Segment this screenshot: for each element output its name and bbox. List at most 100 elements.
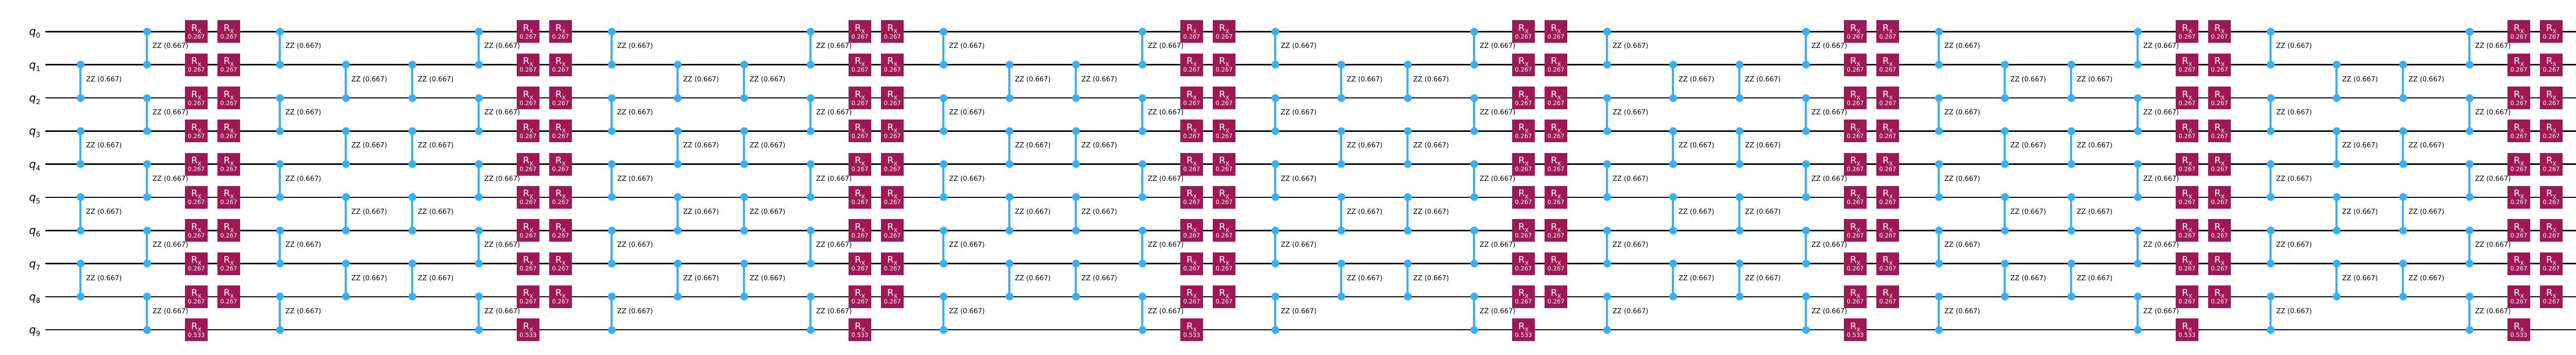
zz-connector-line <box>1606 230 1608 264</box>
zz-control-dot <box>1005 293 1013 301</box>
zz-control-dot <box>1669 61 1677 69</box>
rx-gate-name-base: R <box>854 89 861 100</box>
qubit-label-base: q <box>29 191 36 204</box>
zz-gate-label: ZZ (0.667) <box>949 109 985 117</box>
rx-gate-name-sub: X <box>230 260 234 267</box>
zz-connector-line <box>611 98 613 131</box>
rx-gate-angle: 0.267 <box>884 198 901 206</box>
rx-gate-name: RX <box>2214 156 2225 167</box>
rx-gate-name-sub: X <box>197 260 202 267</box>
rx-gate-name: RX <box>1219 90 1229 100</box>
zz-connector-line <box>1805 296 1807 330</box>
zz-connector-line <box>676 64 679 98</box>
rx-gate-name: RX <box>2514 23 2524 34</box>
zz-connector-line <box>146 164 148 197</box>
zz-control-dot <box>276 226 284 234</box>
rx-gate-angle: 0.267 <box>552 265 569 273</box>
rx-gate-name: RX <box>1187 322 1197 332</box>
rx-gate-name-sub: X <box>1225 127 1230 134</box>
zz-control-dot <box>276 326 284 334</box>
zz-control-dot <box>673 127 682 135</box>
rx-gate-name-base: R <box>1218 22 1226 33</box>
rx-gate-name-sub: X <box>2552 160 2557 167</box>
rx-gate-angle: 0.267 <box>1547 165 1565 173</box>
rx-gate-angle: 0.267 <box>552 298 569 306</box>
zz-control-dot <box>1935 260 1943 268</box>
zz-gate-label: ZZ (0.667) <box>1081 142 1117 150</box>
rx-gate-angle: 0.533 <box>519 331 537 339</box>
zz-control-dot <box>474 193 483 201</box>
rx-gate-name-sub: X <box>1856 28 1861 35</box>
rx-gate-name-base: R <box>854 155 861 166</box>
rx-gate-name-sub: X <box>562 194 566 201</box>
rx-gate-name-base: R <box>1518 288 1525 299</box>
rx-gate-name: RX <box>887 123 897 133</box>
rx-gate-name-base: R <box>2181 255 2189 266</box>
rx-gate-name-sub: X <box>1889 260 1893 267</box>
rx-gate-name-sub: X <box>1889 127 1893 134</box>
zz-control-dot <box>2067 61 2075 69</box>
rx-gate-name-sub: X <box>2188 326 2193 333</box>
rx-gate-name-base: R <box>1518 122 1525 133</box>
rx-gate-angle: 0.267 <box>2211 32 2228 40</box>
zz-control-dot <box>143 61 151 69</box>
zz-control-dot <box>2067 260 2075 268</box>
rx-gate-name-base: R <box>2181 22 2189 33</box>
rx-gate-name-base: R <box>223 188 230 199</box>
zz-gate-label: ZZ (0.667) <box>1679 208 1715 216</box>
rx-gate-name: RX <box>2214 57 2225 67</box>
rx-gate-name-sub: X <box>1557 28 1562 35</box>
zz-gate-label: ZZ (0.667) <box>949 175 985 183</box>
zz-connector-line <box>1141 98 1143 131</box>
rx-gate-name: RX <box>1883 256 1893 267</box>
zz-control-dot <box>1603 326 1611 334</box>
zz-control-dot <box>1669 193 1677 201</box>
rx-gate-angle: 0.267 <box>884 132 901 140</box>
rx-gate-name: RX <box>2182 123 2192 133</box>
zz-control-dot <box>1337 61 1345 69</box>
zz-connector-line <box>79 131 81 164</box>
rx-gate-name-sub: X <box>1193 61 1197 68</box>
rx-gate-name-sub: X <box>2552 28 2557 35</box>
rx-gate-name-base: R <box>2546 188 2553 199</box>
rx-gate-name-sub: X <box>1193 28 1197 35</box>
zz-gate-label: ZZ (0.667) <box>1944 109 1980 117</box>
rx-gate-angle: 0.267 <box>2543 99 2560 107</box>
zz-gate-label: ZZ (0.667) <box>1811 241 1848 249</box>
zz-control-dot <box>1802 260 1810 268</box>
zz-control-dot <box>1470 326 1478 334</box>
rx-gate-name-sub: X <box>2221 194 2225 201</box>
rx-gate-name-sub: X <box>562 160 566 167</box>
zz-connector-line <box>411 197 413 231</box>
rx-gate-angle: 0.267 <box>1846 66 1864 74</box>
rx-gate-name-sub: X <box>2221 260 2225 267</box>
zz-gate-label: ZZ (0.667) <box>1281 241 1317 249</box>
rx-gate-name: RX <box>224 256 234 267</box>
rx-gate-name: RX <box>555 256 566 266</box>
zz-gate-label: ZZ (0.667) <box>351 208 387 216</box>
zz-gate-label: ZZ (0.667) <box>2276 42 2312 50</box>
zz-control-dot <box>143 160 151 168</box>
zz-connector-line <box>2468 230 2470 264</box>
zz-control-dot <box>740 193 748 201</box>
rx-gate-name-base: R <box>1186 255 1193 266</box>
zz-gate-label: ZZ (0.667) <box>418 208 454 216</box>
rx-gate-name-base: R <box>1850 221 1857 232</box>
rx-gate-name-base: R <box>854 320 861 332</box>
zz-control-dot <box>1935 326 1943 334</box>
rx-gate-angle: 0.267 <box>2178 265 2196 273</box>
zz-control-dot <box>1935 127 1943 135</box>
zz-gate-label: ZZ (0.667) <box>1679 274 1715 282</box>
zz-control-dot <box>2133 27 2142 36</box>
